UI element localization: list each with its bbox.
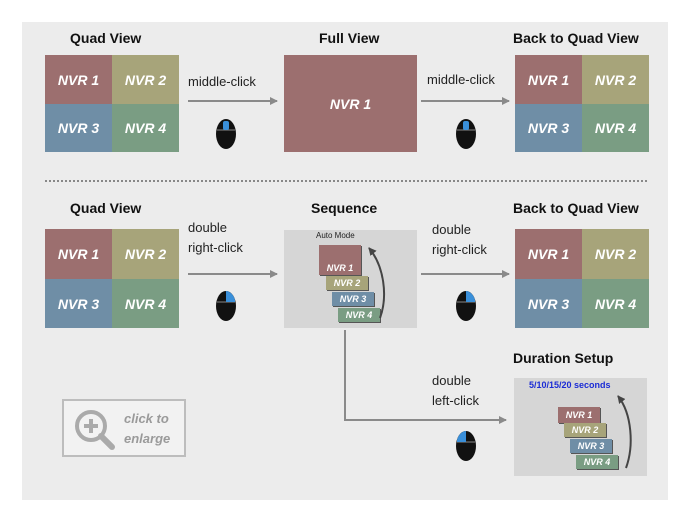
action-word-double: double — [432, 222, 472, 237]
nvr-4-tile: NVR 4 — [112, 279, 179, 328]
nvr-3-tile: NVR 3 — [515, 104, 582, 152]
sequence-cycle-arrow — [368, 247, 386, 319]
nvr-1-tile: NVR 1 — [515, 55, 582, 104]
action-word-right-click: right-click — [188, 240, 243, 255]
action-label-double-left-click: double left-click — [432, 371, 479, 411]
action-label-double-right-click-1: double right-click — [188, 218, 243, 258]
action-word-left-click: left-click — [432, 393, 479, 408]
nvr-2-tile: NVR 2 — [582, 229, 649, 279]
action-label-middle-click-1: middle-click — [188, 74, 256, 89]
dur-nvr-1: NVR 1 — [558, 407, 600, 423]
action-word-right-click: right-click — [432, 242, 487, 257]
click-to-enlarge-button[interactable]: click to enlarge — [62, 399, 186, 457]
nvr-2-tile: NVR 2 — [112, 229, 179, 279]
seq-nvr-1: NVR 1 — [319, 245, 361, 275]
nvr-1-tile: NVR 1 — [515, 229, 582, 279]
seq-nvr-2: NVR 2 — [326, 276, 368, 290]
mouse-right-click-icon-1 — [216, 291, 236, 321]
action-label-double-right-click-2: double right-click — [432, 220, 487, 260]
seq-nvr-4: NVR 4 — [338, 308, 380, 322]
dur-nvr-3: NVR 3 — [570, 439, 612, 453]
nvr-3-tile: NVR 3 — [45, 104, 112, 152]
seq-nvr-3: NVR 3 — [332, 292, 374, 306]
enlarge-line-1: click to — [124, 411, 169, 426]
action-word-double: double — [188, 220, 228, 235]
enlarge-line-2: enlarge — [124, 431, 171, 446]
nvr-4-tile: NVR 4 — [582, 104, 649, 152]
action-label-middle-click-2: middle-click — [427, 72, 495, 87]
dur-nvr-4: NVR 4 — [576, 455, 618, 469]
dur-nvr-2: NVR 2 — [564, 423, 606, 437]
sequence-box: Auto Mode NVR 1 NVR 2 NVR 3 NVR 4 — [284, 230, 417, 328]
action-word-double: double — [432, 373, 472, 388]
duration-cycle-arrow — [617, 395, 632, 469]
magnifier-plus-icon — [75, 410, 115, 450]
back-to-quad-title-2: Back to Quad View — [513, 200, 639, 216]
nvr-1-tile: NVR 1 — [45, 229, 112, 279]
full-view-nvr-1: NVR 1 — [284, 55, 417, 152]
full-view-title: Full View — [319, 30, 380, 46]
nvr-4-tile: NVR 4 — [112, 104, 179, 152]
nvr-4-tile: NVR 4 — [582, 279, 649, 328]
mouse-right-click-icon-2 — [456, 291, 476, 321]
quad-view-title-1: Quad View — [70, 30, 142, 46]
duration-box: 5/10/15/20 seconds NVR 1 NVR 2 NVR 3 NVR… — [514, 378, 647, 476]
mouse-left-click-icon — [456, 431, 476, 461]
nvr-2-tile: NVR 2 — [582, 55, 649, 104]
nvr-3-tile: NVR 3 — [45, 279, 112, 328]
nvr-3-tile: NVR 3 — [515, 279, 582, 328]
duration-setup-title: Duration Setup — [513, 350, 614, 366]
auto-mode-label: Auto Mode — [316, 231, 355, 240]
mouse-middle-click-icon-2 — [456, 119, 476, 149]
back-to-quad-title-1: Back to Quad View — [513, 30, 639, 46]
quad-view-title-2: Quad View — [70, 200, 142, 216]
nvr-2-tile: NVR 2 — [112, 55, 179, 104]
enlarge-label: click to enlarge — [124, 409, 170, 449]
duration-values: 5/10/15/20 seconds — [529, 380, 611, 390]
nvr-1-tile: NVR 1 — [45, 55, 112, 104]
section-divider — [45, 180, 647, 182]
arrow-sequence-to-duration — [344, 330, 507, 424]
sequence-title: Sequence — [311, 200, 378, 216]
mouse-middle-click-icon-1 — [216, 119, 236, 149]
